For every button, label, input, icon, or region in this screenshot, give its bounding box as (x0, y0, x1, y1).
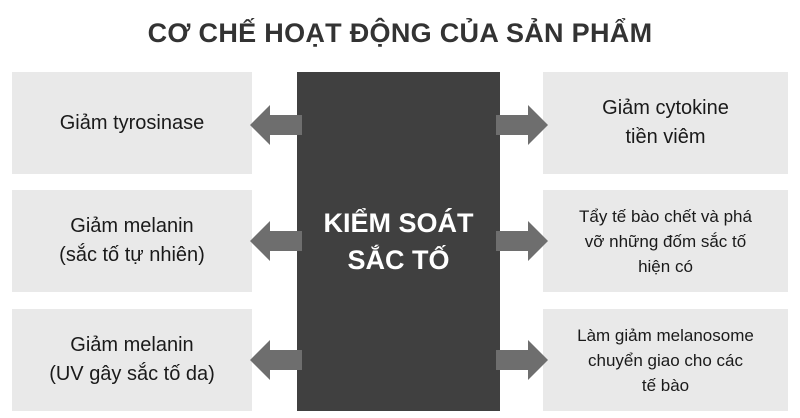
left-box-melanin-uv: Giảm melanin (UV gây sắc tố da) (12, 309, 252, 411)
left-box-tyrosinase: Giảm tyrosinase (12, 72, 252, 174)
arrow-right-icon (496, 221, 548, 261)
left-box-melanin-natural: Giảm melanin (sắc tố tự nhiên) (12, 190, 252, 292)
right-box-1-line-1: Giảm cytokine (602, 97, 729, 119)
arrow-right-icon (496, 105, 548, 145)
left-box-3-line-1: Giảm melanin (70, 334, 194, 356)
center-line-1: KIỂM SOÁT (323, 207, 474, 238)
right-box-2-line-2: vỡ những đốm sắc tố (584, 231, 747, 251)
arrow-left-icon (250, 340, 302, 380)
left-box-1-line-1: Giảm tyrosinase (59, 111, 205, 134)
center-line-2: SẮC TỐ (347, 244, 450, 275)
arrow-right-icon (496, 340, 548, 380)
right-box-1-line-2: tiền viêm (625, 126, 706, 148)
arrow-left-icon (250, 105, 302, 145)
arrow-left-icon (250, 221, 302, 261)
right-box-3-line-2: chuyển giao cho các (587, 350, 743, 370)
left-box-2-line-2: (sắc tố tự nhiên) (59, 244, 205, 266)
right-box-melanosome: Làm giảm melanosome chuyển giao cho các … (543, 309, 788, 411)
center-box-pigment-control: KIỂM SOÁT SẮC TỐ (297, 72, 500, 411)
left-box-2-line-1: Giảm melanin (70, 215, 194, 237)
right-box-2-line-3: hiện có (638, 256, 693, 276)
left-box-3-line-2: (UV gây sắc tố da) (49, 363, 215, 385)
page-title: CƠ CHẾ HOẠT ĐỘNG CỦA SẢN PHẨM (147, 18, 653, 48)
right-box-3-line-1: Làm giảm melanosome (577, 325, 754, 345)
right-box-cytokine: Giảm cytokine tiền viêm (543, 72, 788, 174)
right-box-3-line-3: tế bào (641, 375, 690, 395)
right-box-2-line-1: Tẩy tế bào chết và phá (579, 206, 752, 226)
right-box-exfoliation: Tẩy tế bào chết và phá vỡ những đốm sắc … (543, 190, 788, 292)
